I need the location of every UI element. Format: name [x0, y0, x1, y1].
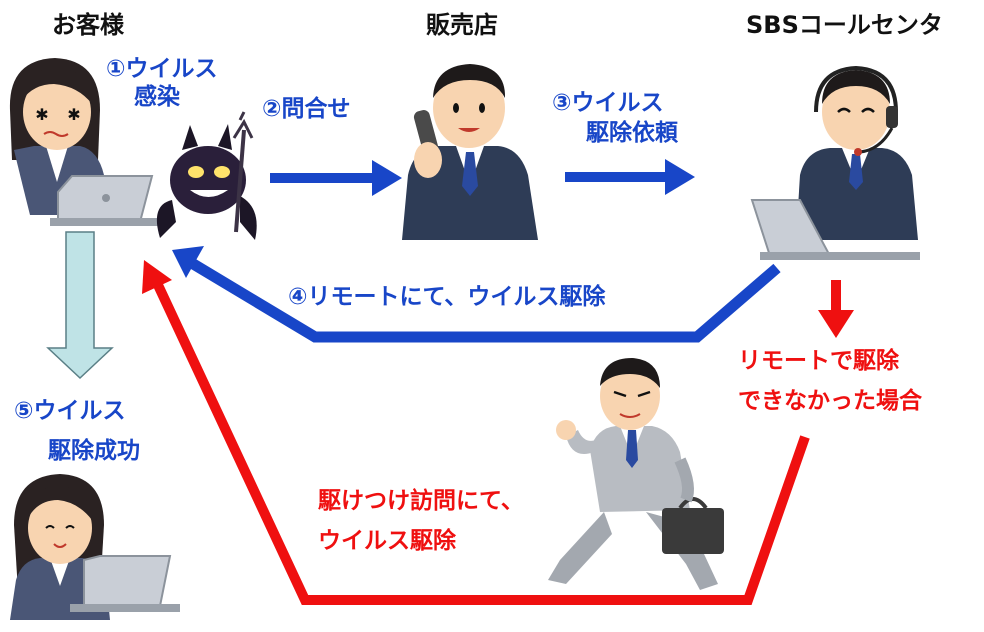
svg-text:✱: ✱	[35, 105, 48, 124]
step5-label-line2: 駆除成功	[48, 438, 140, 464]
customer-infected-illustration: ✱ ✱	[9, 58, 160, 226]
customer-success-illustration	[10, 474, 180, 620]
step3-label-line2: 駆除依頼	[586, 120, 678, 146]
arrow-remote-failed	[818, 280, 854, 338]
virus-devil-icon	[156, 111, 257, 240]
callcenter-operator-illustration	[750, 65, 920, 260]
step4-label: ④リモートにて、ウイルス駆除	[288, 284, 606, 310]
step5-label-line1: ⑤ウイルス	[14, 398, 126, 424]
role-customer-label: お客様	[52, 11, 124, 39]
step2-label: ②問合せ	[262, 96, 351, 122]
onsite-visit-label-line2: ウイルス駆除	[318, 528, 456, 554]
arrow-inquiry	[270, 160, 402, 196]
svg-text:✱: ✱	[67, 105, 80, 124]
running-engineer-illustration	[548, 358, 724, 590]
arrow-remote-removal	[172, 246, 781, 343]
step3-label-line1: ③ウイルス	[552, 90, 664, 116]
arrow-removal-success	[46, 231, 114, 380]
remote-failed-label-line2: できなかった場合	[738, 388, 922, 414]
arrow-removal-request	[565, 159, 695, 195]
role-dealer-label: 販売店	[426, 11, 498, 39]
arrow-onsite-visit	[142, 260, 810, 605]
onsite-visit-label-line1: 駆けつけ訪問にて、	[318, 488, 524, 514]
step1-label-line1: ①ウイルス	[106, 56, 218, 82]
step1-label-line2: 感染	[134, 84, 180, 110]
dealer-on-phone-illustration	[402, 64, 538, 240]
remote-failed-label-line1: リモートで駆除	[738, 348, 899, 374]
role-callcenter-label: SBSコールセンタ	[746, 11, 943, 39]
